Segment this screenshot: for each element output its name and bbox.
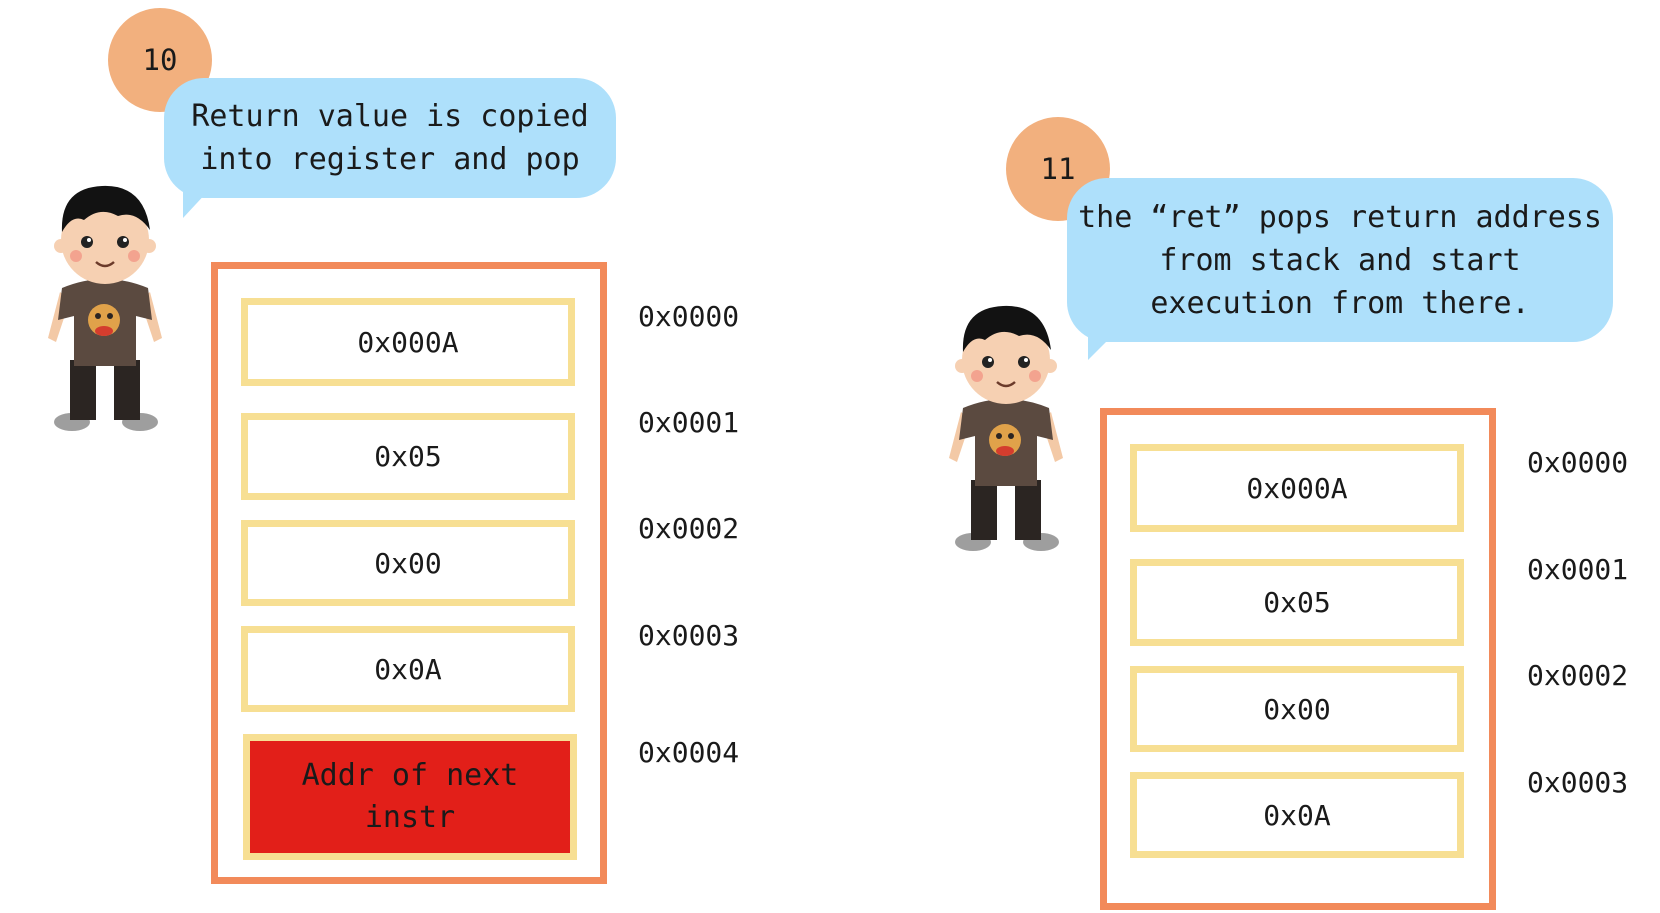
speech-bubble-text: Return value is copied into register and… — [191, 99, 589, 177]
stack-cell: 0x05 — [241, 413, 575, 500]
stack-cell: 0x00 — [1130, 666, 1464, 752]
stack-cell: 0x0A — [1130, 772, 1464, 858]
address-label: 0x0001 — [1527, 553, 1629, 586]
stack-cell: 0x00 — [241, 520, 575, 606]
return-address-cell: Addr of next instr — [243, 734, 577, 860]
address-label: 0x0004 — [638, 736, 740, 769]
step-number-badge: 10 — [108, 8, 212, 112]
stack-cell-value: 0x00 — [1263, 692, 1331, 726]
stack-cell-value: 0x000A — [357, 325, 459, 359]
address-label: 0x0001 — [638, 406, 740, 439]
stack-cell: 0x0A — [241, 626, 575, 712]
address-label: 0x0000 — [1527, 446, 1629, 479]
step-10-panel: 10 Return value is copied into register … — [48, 8, 740, 884]
speech-bubble-text: the “ret” pops return address from stack… — [1078, 199, 1602, 321]
boy-character-icon — [949, 305, 1063, 551]
step-11-panel: 11 the “ret” pops return address from st… — [830, 0, 1660, 913]
return-address-label: Addr of next instr — [301, 758, 519, 835]
address-label: 0x0002 — [1527, 659, 1629, 692]
step-number: 11 — [1040, 152, 1076, 186]
stack-cell: 0x05 — [1130, 559, 1464, 646]
stack-frame — [211, 262, 607, 884]
stack-frame — [1100, 408, 1496, 910]
stack-cell-value: 0x0A — [1263, 798, 1331, 832]
stack-cell-value: 0x00 — [374, 546, 442, 580]
address-label: 0x0003 — [1527, 766, 1629, 799]
address-label: 0x0000 — [638, 300, 740, 333]
step-number: 10 — [142, 43, 178, 77]
stack-cell: 0x000A — [241, 298, 575, 386]
stack-cell-value: 0x000A — [1246, 471, 1348, 505]
stack-cell-value: 0x05 — [1263, 586, 1331, 619]
address-label: 0x0002 — [638, 512, 740, 545]
stack-cell-value: 0x0A — [374, 652, 442, 686]
speech-bubble: Return value is copied into register and… — [164, 78, 616, 198]
stack-cell: 0x000A — [1130, 444, 1464, 532]
speech-bubble: the “ret” pops return address from stack… — [1067, 178, 1613, 342]
address-label: 0x0003 — [638, 619, 740, 652]
stack-cell-value: 0x05 — [374, 440, 442, 473]
boy-character-icon — [48, 185, 162, 431]
